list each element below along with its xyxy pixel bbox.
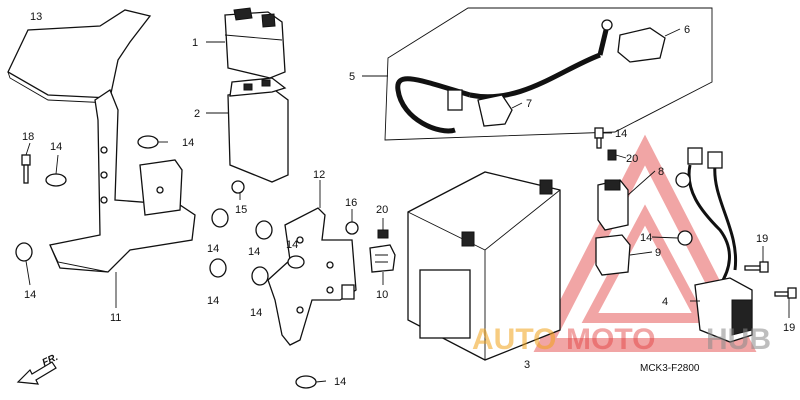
svg-text:FR.: FR. (41, 352, 60, 369)
callout-20-left: 20 (376, 204, 388, 216)
callout-14-f: 14 (248, 246, 260, 258)
callout-14-e: 14 (207, 295, 219, 307)
callout-14-d: 14 (207, 243, 219, 255)
callout-14-b: 14 (182, 137, 194, 149)
part-12-bracket (267, 207, 357, 346)
callout-19-top: 19 (756, 233, 768, 245)
callout-14-h: 14 (286, 239, 298, 251)
callout-14-g: 14 (250, 307, 262, 319)
part-14-17-grommets (15, 135, 359, 389)
part-5-cable-box (384, 7, 713, 141)
part-11-bracket (49, 89, 196, 273)
part-2-unit (227, 77, 289, 183)
callout-14-i: 14 (334, 376, 346, 388)
part-13-mat (7, 9, 152, 104)
part-10-connector (369, 244, 396, 273)
callout-14-c: 14 (24, 289, 36, 301)
callout-15: 14 (615, 128, 627, 140)
callout-9: 9 (655, 247, 661, 259)
callout-4: 4 (662, 296, 668, 308)
callout-8: 8 (658, 166, 664, 178)
leader-lines (25, 28, 790, 383)
callout-5: 5 (349, 71, 355, 83)
part-3-battery (407, 171, 561, 361)
callout-18: 18 (22, 131, 34, 143)
svg-text:HUB: HUB (706, 323, 771, 356)
callout-20-right: 20 (626, 153, 638, 165)
part-15-18-19-screws (21, 127, 797, 299)
callout-17-left: 15 (235, 204, 247, 216)
callout-2: 2 (194, 108, 200, 120)
callout-7: 7 (526, 98, 532, 110)
callout-3: 3 (524, 359, 530, 371)
callout-17-right: 16 (345, 197, 357, 209)
svg-text:MOTO: MOTO (566, 323, 655, 356)
part-8-9-relays (377, 149, 631, 276)
front-direction-marker: FR. (16, 352, 60, 385)
diagram-code: MCK3-F2800 (640, 363, 700, 374)
callout-6: 6 (684, 24, 690, 36)
callout-14-a: 14 (50, 141, 62, 153)
callout-labels: 13 1 2 5 6 7 14 20 8 14 9 4 19 19 3 20 1… (22, 11, 795, 388)
callout-11: 11 (110, 312, 121, 324)
svg-text:AUTO: AUTO (472, 323, 556, 356)
part-4-harness (675, 147, 753, 343)
part-1-cover (224, 7, 286, 79)
callout-13: 13 (30, 11, 42, 23)
callout-10: 10 (376, 289, 388, 301)
callout-16: 14 (640, 232, 652, 244)
watermark-text: AUTO MOTO HUB (472, 323, 771, 356)
callout-1: 1 (192, 37, 198, 49)
callout-19-bottom: 19 (783, 322, 795, 334)
callout-12: 12 (313, 169, 325, 181)
